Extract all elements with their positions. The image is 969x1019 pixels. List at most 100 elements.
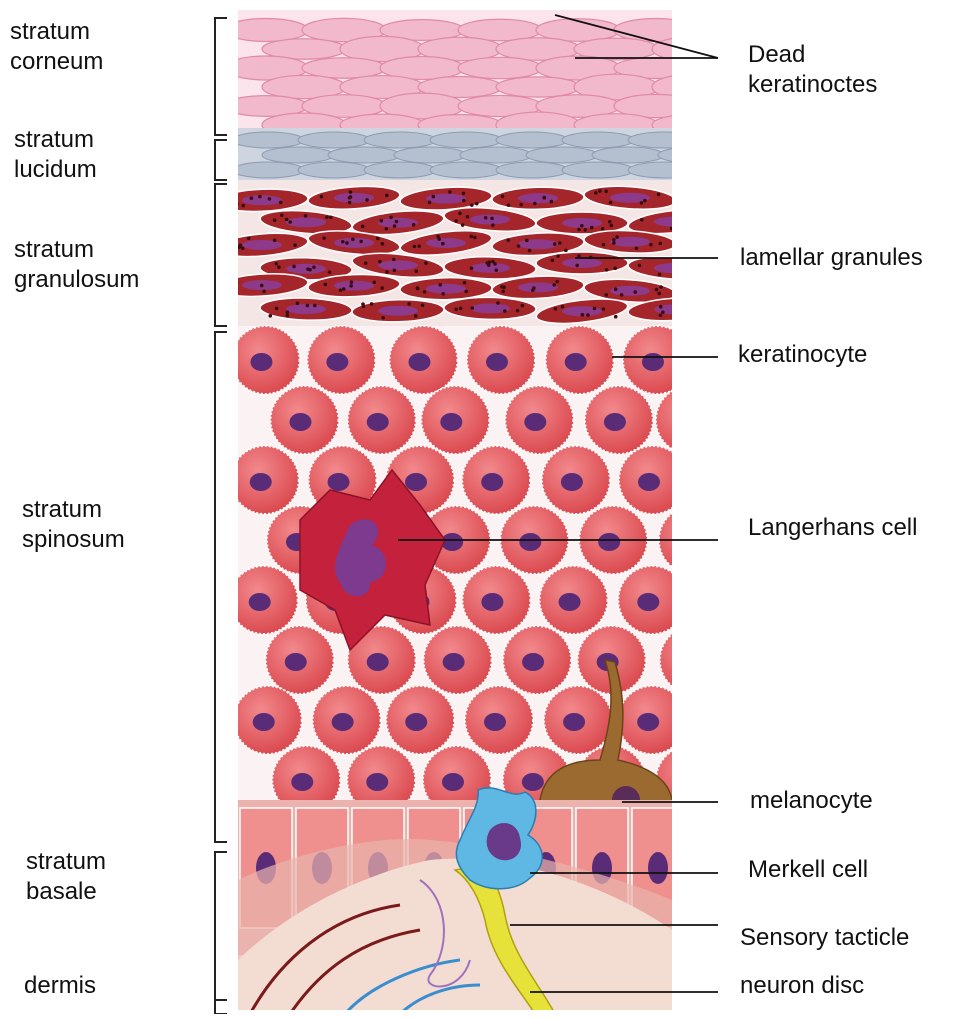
lamellar-granule: [392, 258, 396, 262]
lamellar-granule: [470, 203, 474, 207]
lamellar-granule: [393, 224, 397, 228]
lamellar-granule: [466, 215, 470, 219]
lamellar-granule: [304, 214, 308, 218]
lamellar-granule: [602, 243, 606, 247]
lamellar-granule: [395, 220, 399, 224]
lamellar-granule: [233, 281, 237, 285]
keratinocyte-nucleus: [565, 353, 587, 371]
label-sensory-tacticle: Sensory tacticle: [740, 923, 909, 953]
lamellar-granule: [531, 288, 535, 292]
lamellar-granule: [496, 301, 500, 305]
lamellar-granule: [275, 307, 279, 311]
lamellar-granule: [475, 202, 479, 206]
keratinocyte-nucleus: [367, 413, 389, 431]
lamellar-granule: [359, 240, 363, 244]
lamellar-granule: [691, 303, 695, 307]
lamellar-granule: [461, 223, 465, 227]
lamellar-granule: [586, 313, 590, 317]
lamellar-granule: [227, 242, 231, 246]
lamellar-granule: [609, 201, 613, 205]
lamellar-granule: [306, 267, 310, 271]
lamellar-granule: [551, 258, 555, 262]
lucidum-cell: [232, 132, 304, 148]
lucidum-cell: [262, 147, 334, 163]
lucidum-cell: [628, 132, 700, 148]
lamellar-granule: [464, 290, 468, 294]
lamellar-granule: [519, 203, 523, 207]
lamellar-granule: [503, 309, 507, 313]
granular-nucleus: [378, 218, 418, 228]
lamellar-granule: [237, 245, 241, 249]
lamellar-granule: [432, 195, 436, 199]
lamellar-granule: [657, 193, 661, 197]
lamellar-granule: [274, 262, 278, 266]
granular-nucleus: [654, 217, 694, 227]
lamellar-granule: [385, 194, 389, 198]
lamellar-granule: [602, 307, 606, 311]
keratinocyte-nucleus: [291, 773, 313, 791]
lamellar-granule: [462, 192, 466, 196]
lamellar-granule: [268, 314, 272, 318]
lamellar-granule: [292, 265, 296, 269]
lamellar-granule: [635, 247, 639, 251]
lamellar-granule: [640, 218, 644, 222]
lamellar-granule: [230, 204, 234, 208]
lucidum-cell: [328, 147, 400, 163]
lamellar-granule: [413, 245, 417, 249]
lucidum-cell: [460, 147, 532, 163]
label-neuron-disc: neuron disc: [740, 971, 864, 1001]
lamellar-granule: [577, 228, 581, 232]
lamellar-granule: [416, 286, 420, 290]
lamellar-granule: [690, 224, 694, 228]
lamellar-granule: [376, 237, 380, 241]
lucidum-cell: [592, 147, 664, 163]
lamellar-granule: [521, 304, 525, 308]
lamellar-granule: [414, 314, 418, 318]
keratinocyte-nucleus: [408, 353, 430, 371]
lucidum-cell: [394, 147, 466, 163]
lamellar-granule: [542, 196, 546, 200]
lucidum-cell: [496, 162, 568, 178]
dead-keratinocyte: [224, 19, 308, 42]
keratinocyte-nucleus: [484, 713, 506, 731]
lamellar-granule: [469, 235, 473, 239]
lamellar-granule: [378, 260, 382, 264]
lamellar-granule: [462, 199, 466, 203]
lamellar-granule: [638, 264, 642, 268]
lamellar-granule: [516, 309, 520, 313]
label-stratum-corneum: stratumcorneum: [10, 17, 103, 77]
keratinocyte-nucleus: [604, 413, 626, 431]
lamellar-granule: [493, 262, 497, 266]
lamellar-granule: [320, 195, 324, 199]
granular-nucleus: [378, 260, 418, 270]
lamellar-granule: [677, 272, 681, 276]
tissue-column: [215, 10, 736, 1014]
lamellar-granule: [501, 290, 505, 294]
lamellar-granule: [328, 270, 332, 274]
lamellar-granule: [488, 260, 492, 264]
lamellar-granule: [350, 280, 354, 284]
label-melanocyte: melanocyte: [750, 786, 873, 816]
lamellar-granule: [412, 223, 416, 227]
lamellar-granule: [458, 212, 462, 216]
lamellar-granule: [649, 243, 653, 247]
lamellar-granule: [235, 281, 239, 285]
lamellar-granule: [612, 241, 616, 245]
lamellar-granule: [564, 249, 568, 253]
lamellar-granule: [228, 280, 232, 284]
keratinocyte-nucleus: [442, 773, 464, 791]
lamellar-granule: [470, 266, 474, 270]
keratinocyte-nucleus: [440, 413, 462, 431]
lamellar-granule: [324, 283, 328, 287]
lamellar-granule: [659, 305, 663, 309]
lamellar-granule: [339, 288, 343, 292]
label-stratum-lucidum: stratumlucidum: [14, 125, 97, 185]
keratinocyte-cell: [656, 386, 724, 454]
lucidum-cell: [364, 132, 436, 148]
lamellar-granule: [280, 213, 284, 217]
granular-nucleus: [286, 264, 326, 274]
lamellar-granule: [612, 238, 616, 242]
lamellar-granule: [473, 236, 477, 240]
lamellar-granule: [507, 203, 511, 207]
lamellar-granule: [683, 218, 687, 222]
